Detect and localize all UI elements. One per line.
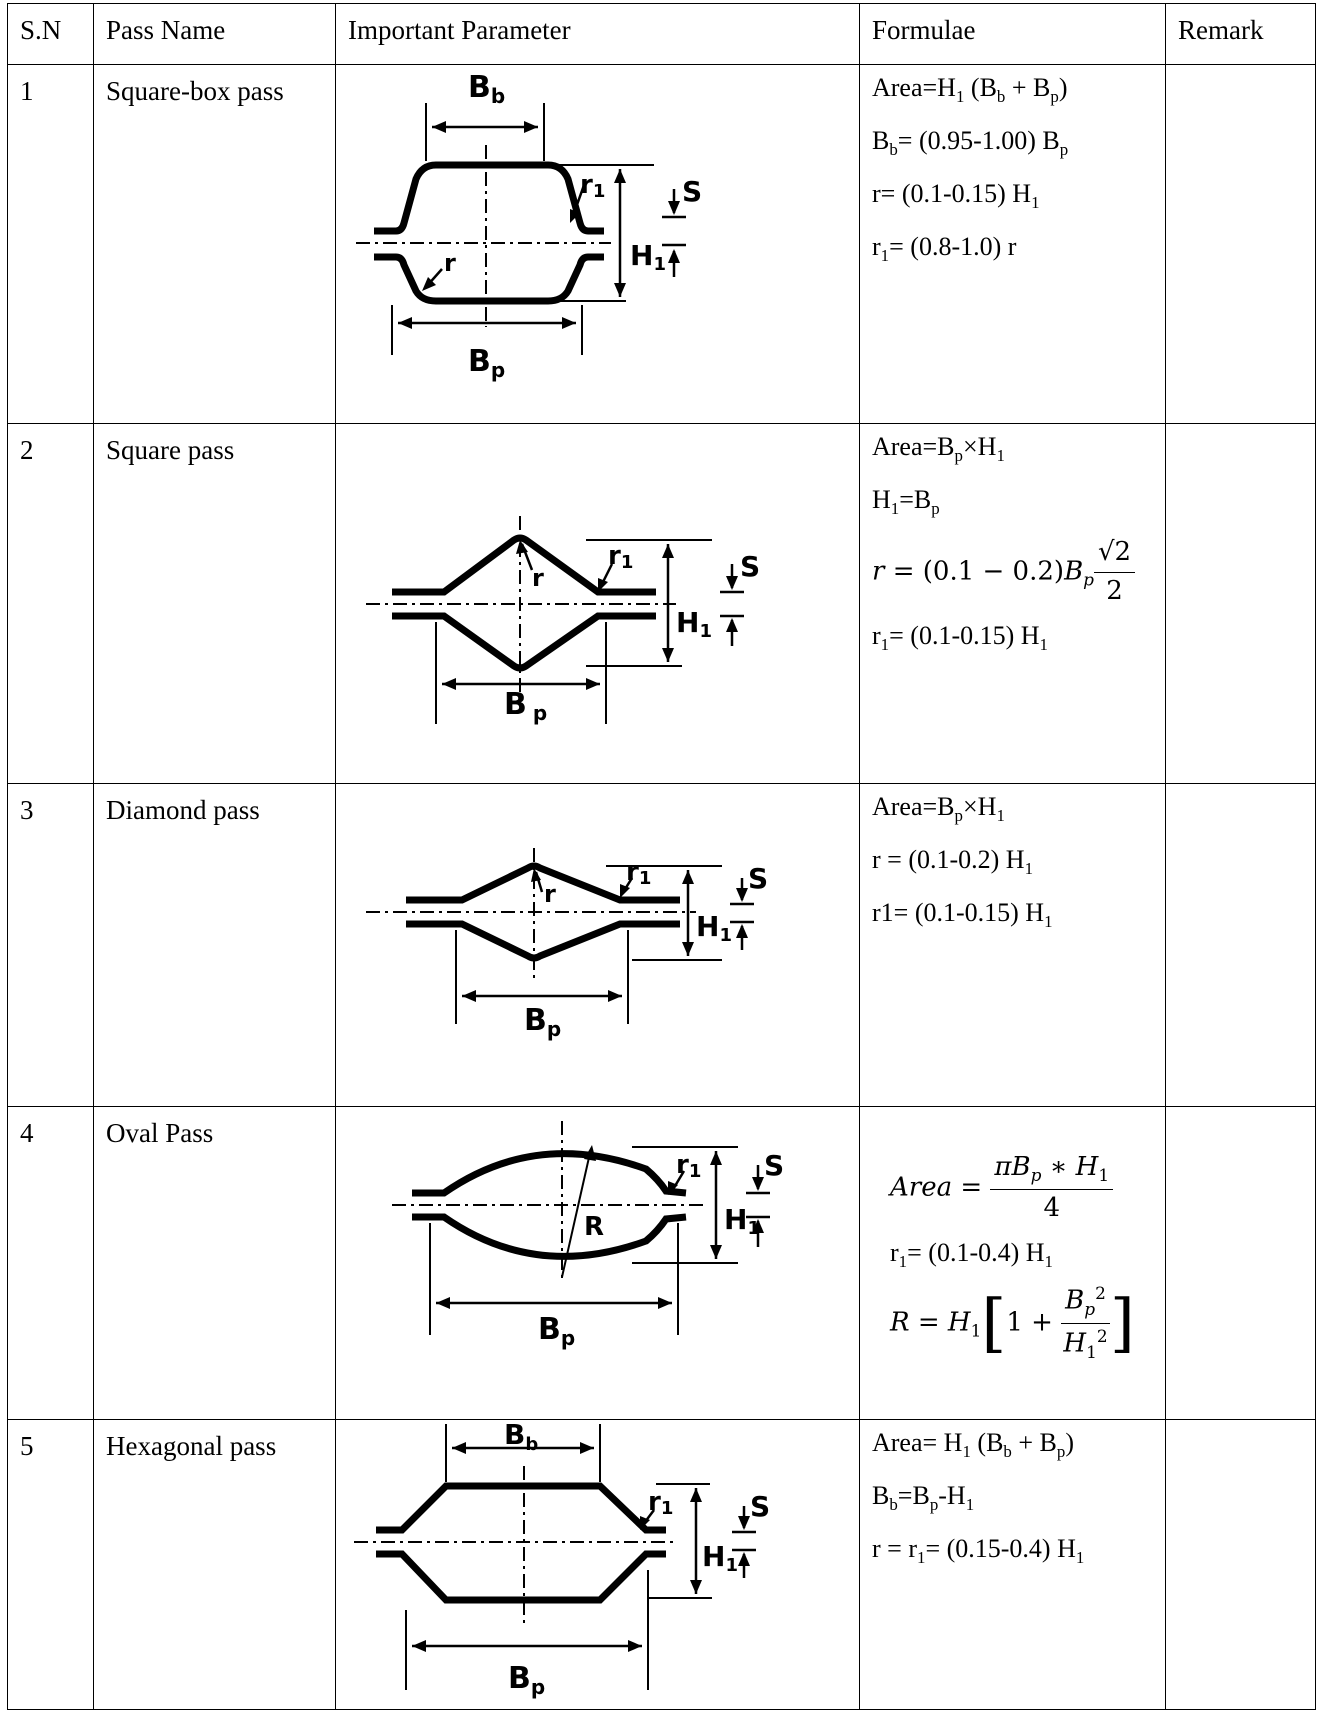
- row-pass-name: Diamond pass: [93, 783, 336, 1107]
- formula-line: Area=Bp×H1: [872, 432, 1005, 466]
- formula-line: Area=H1 (Bb + Bp): [872, 73, 1068, 107]
- table-row: 1 Square-box pass: [7, 64, 1316, 424]
- label-r1: r1: [580, 170, 605, 202]
- table-row: 4 Oval Pass: [7, 1106, 1316, 1420]
- label-bp: Bp: [524, 1003, 561, 1041]
- label-h1: H1: [702, 1540, 738, 1576]
- label-s: S: [764, 1149, 784, 1182]
- row-formulae: Area=Bp×H1 r = (0.1-0.2) H1 r1= (0.1-0.1…: [859, 783, 1166, 1107]
- row-sn: 2: [7, 423, 94, 784]
- table-row: 5 Hexagonal pass: [7, 1419, 1316, 1710]
- row-diagram: Bb Bp r1 S H1: [335, 1419, 860, 1710]
- row-sn: 3: [7, 783, 94, 1107]
- header-formulae: Formulae: [859, 3, 1166, 65]
- row-sn: 1: [7, 64, 94, 424]
- label-s: S: [740, 550, 760, 583]
- pass-table: S.N Pass Name Important Parameter Formul…: [7, 3, 1316, 1710]
- row-sn: 5: [7, 1419, 94, 1710]
- formula-line: r1= (0.1-0.4) H1: [890, 1237, 1053, 1272]
- formula-line: H1=Bp: [872, 485, 940, 519]
- label-bp: Bp: [468, 344, 505, 382]
- header-pass-name: Pass Name: [93, 3, 336, 65]
- row-pass-name: Square pass: [93, 423, 336, 784]
- table-row: 3 Diamond pass: [7, 783, 1316, 1107]
- label-h1: H1: [724, 1203, 760, 1239]
- label-big-r: R: [584, 1212, 604, 1242]
- formula-line: r= (0.1-0.15) H1: [872, 179, 1040, 213]
- formula-line: r1= (0.1-0.15) H1: [872, 898, 1053, 932]
- label-r1: r1: [626, 857, 651, 889]
- formula-line: Bb= (0.95-1.00) Bp: [872, 126, 1069, 160]
- formula-line: r = (0.1-0.2) H1: [872, 845, 1034, 879]
- label-r1: r1: [608, 541, 633, 573]
- row-remark: [1165, 1419, 1316, 1710]
- row-diagram: Bb Bp r1 r S H1: [335, 64, 860, 424]
- label-bp: Bp: [538, 1312, 575, 1350]
- formula-line: Area=Bp×H1: [872, 792, 1005, 826]
- row-diagram: Bp r1 R S H1: [335, 1106, 860, 1420]
- row-diagram: Bp r1 r S H1: [335, 783, 860, 1107]
- label-r: r: [444, 249, 456, 277]
- row-remark: [1165, 1106, 1316, 1420]
- label-h1: H1: [676, 606, 712, 642]
- label-bb: Bb: [504, 1420, 538, 1455]
- header-important-parameter: Important Parameter: [335, 3, 860, 65]
- label-r1: r1: [648, 1487, 673, 1519]
- row-formulae: Area=H1 (Bb + Bp) Bb= (0.95-1.00) Bp r= …: [859, 64, 1166, 424]
- label-r: r: [544, 880, 556, 908]
- row-pass-name: Square-box pass: [93, 64, 336, 424]
- label-s: S: [748, 862, 768, 895]
- label-bb: Bb: [468, 70, 505, 108]
- row-remark: [1165, 64, 1316, 424]
- formula-line: Area= H1 (Bb + Bp): [872, 1428, 1075, 1462]
- diamond-pass-diagram: Bp r1 r S H1: [366, 848, 768, 1041]
- header-row: S.N Pass Name Important Parameter Formul…: [7, 3, 1316, 65]
- row-sn: 4: [7, 1106, 94, 1420]
- label-r1: r1: [676, 1150, 701, 1182]
- row-remark: [1165, 423, 1316, 784]
- row-remark: [1165, 783, 1316, 1107]
- row-formulae: Area= H1 (Bb + Bp) Bb=Bp-H1 r = r1= (0.1…: [859, 1419, 1166, 1710]
- row-pass-name: Oval Pass: [93, 1106, 336, 1420]
- label-bp: Bp: [508, 1661, 545, 1699]
- header-sn: S.N: [7, 3, 94, 65]
- label-r: r: [532, 564, 544, 592]
- row-pass-name: Hexagonal pass: [93, 1419, 336, 1710]
- hexagonal-pass-diagram: Bb Bp r1 S H1: [354, 1420, 770, 1699]
- formula-line: r1= (0.1-0.15) H1: [872, 620, 1048, 655]
- table-row: 2 Square pass: [7, 423, 1316, 784]
- label-h1: H1: [696, 910, 732, 946]
- header-remark: Remark: [1165, 3, 1316, 65]
- label-s: S: [682, 175, 702, 208]
- label-h1: H1: [630, 239, 666, 275]
- square-box-pass-diagram: Bb Bp r1 r S H1: [356, 70, 702, 382]
- formula-line: Bb=Bp-H1: [872, 1481, 975, 1515]
- formula-line: r1= (0.8-1.0) r: [872, 232, 1017, 266]
- formula-line: r = r1= (0.15-0.4) H1: [872, 1534, 1085, 1568]
- label-s: S: [750, 1490, 770, 1523]
- oval-pass-diagram: Bp r1 R S H1: [392, 1121, 784, 1350]
